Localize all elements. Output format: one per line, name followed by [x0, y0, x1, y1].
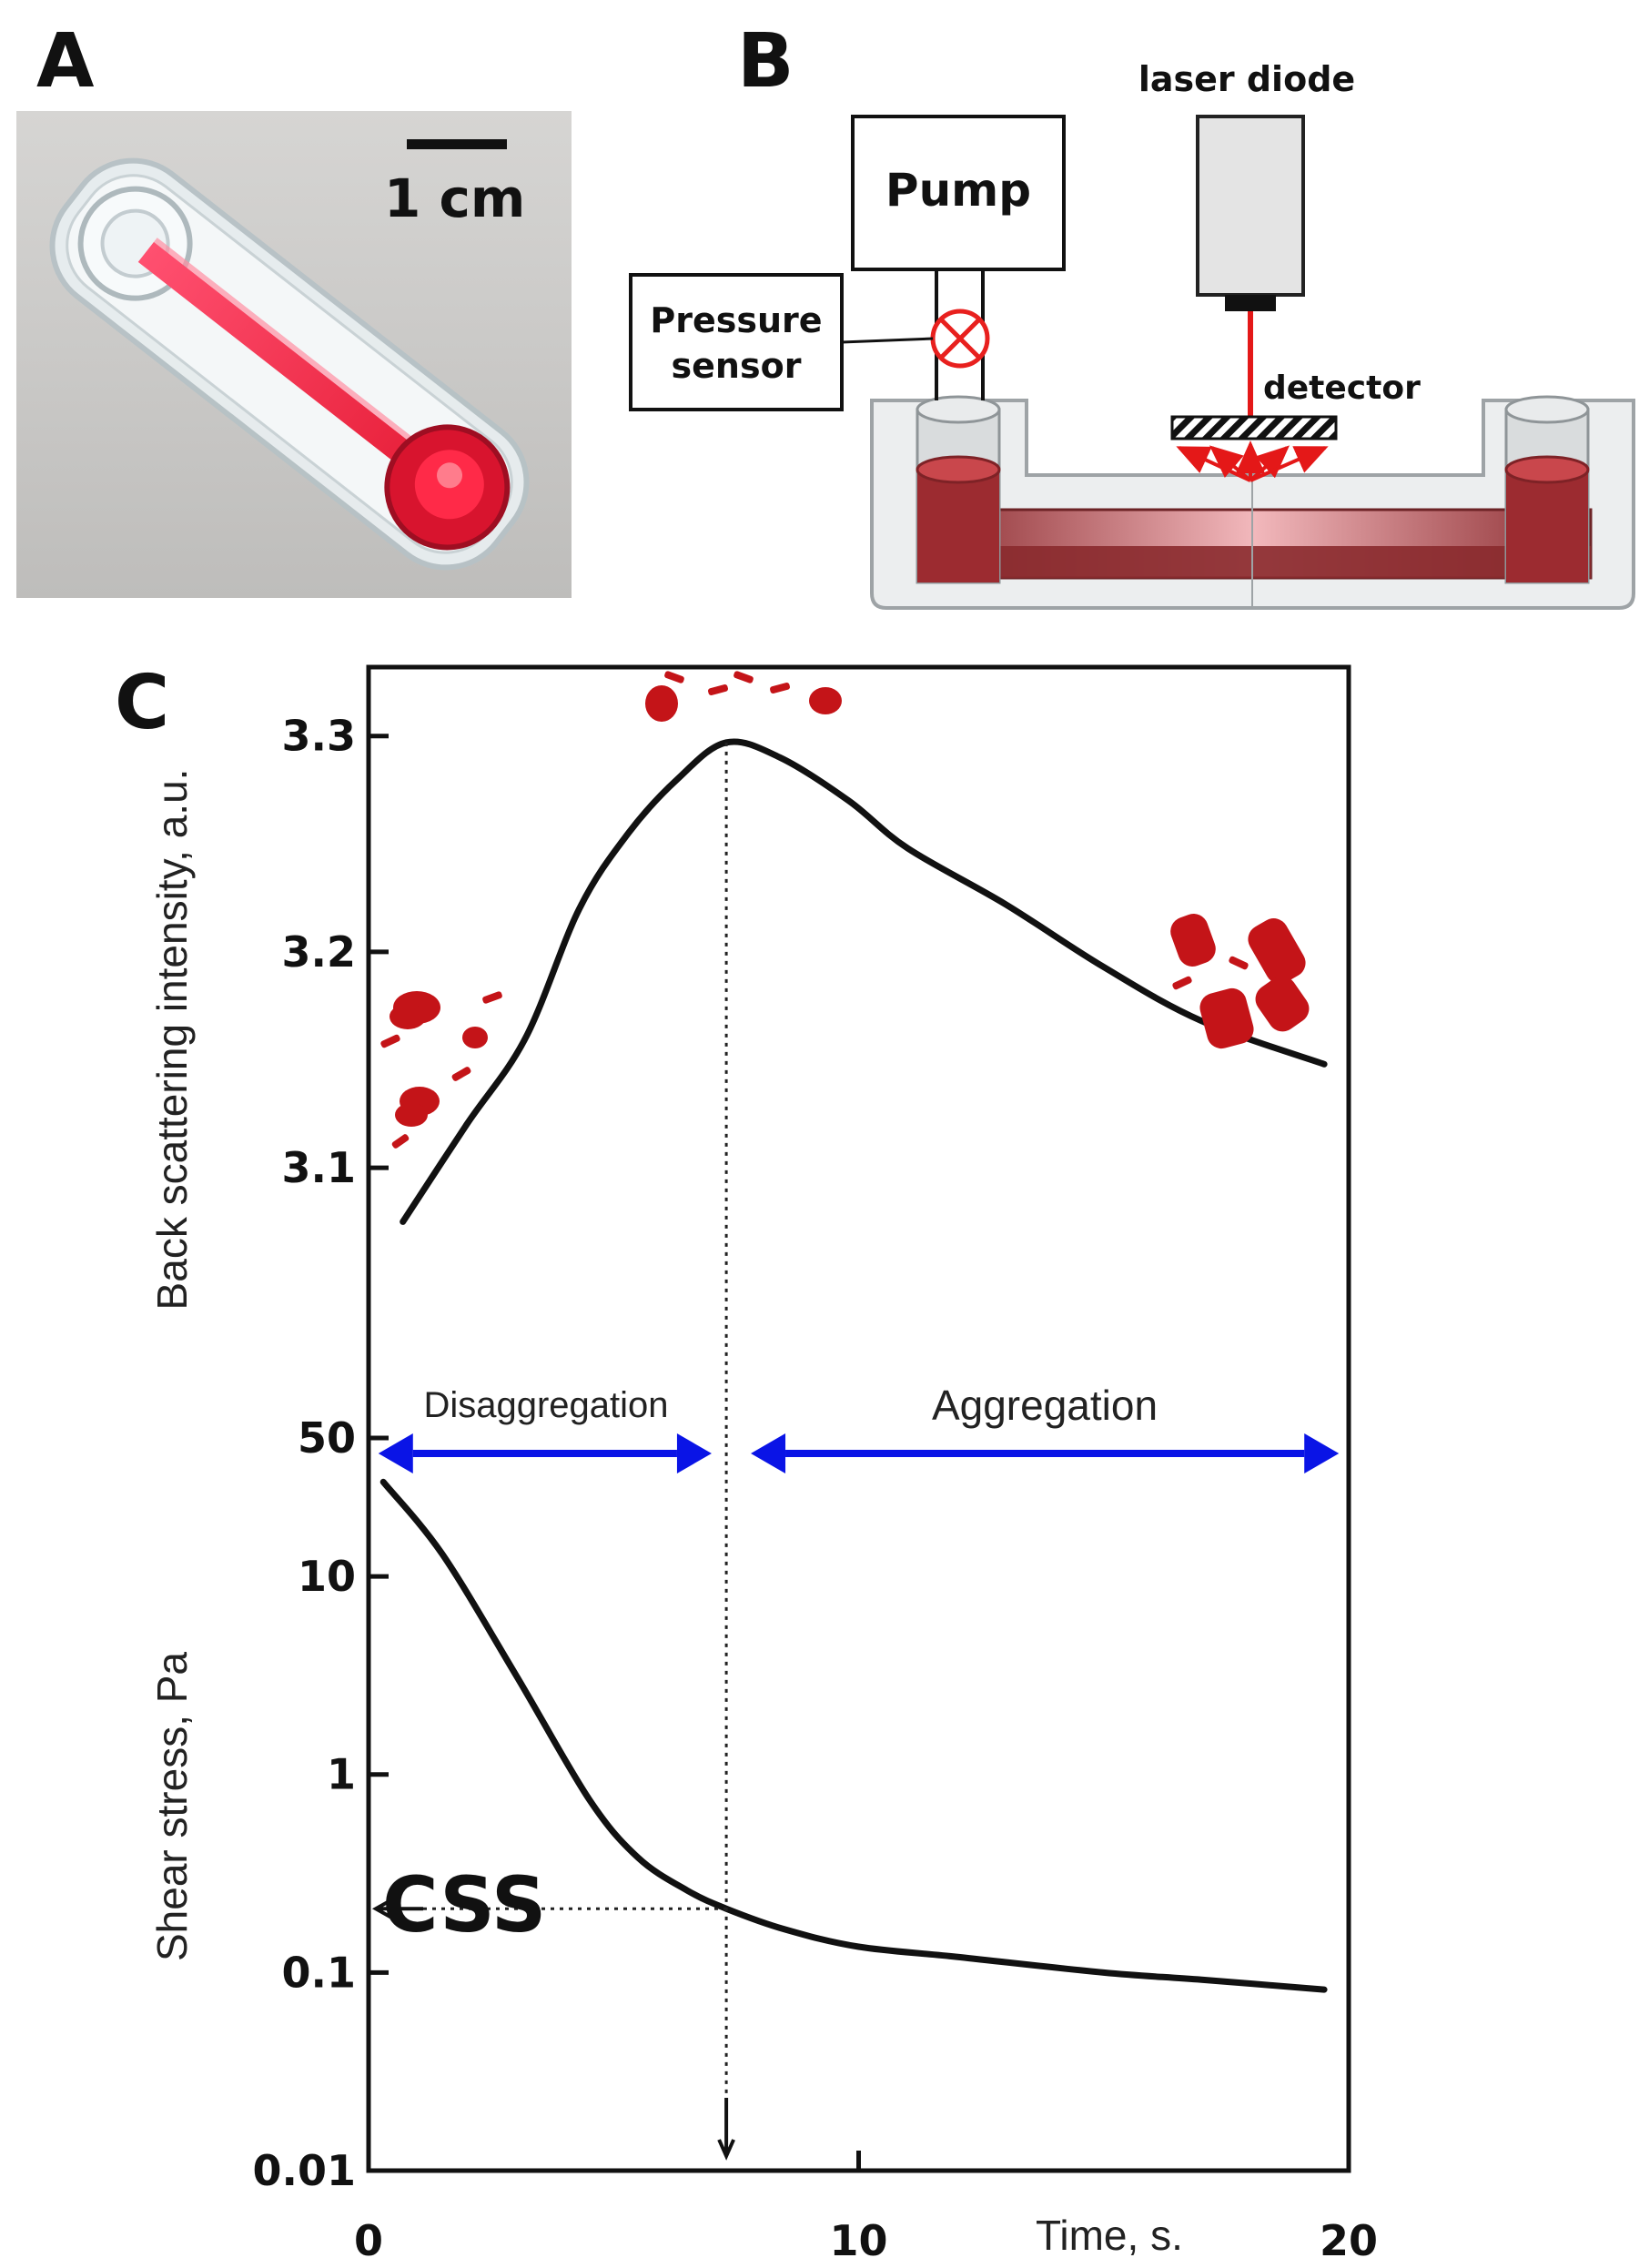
chip-photo: 1 cm — [16, 111, 572, 598]
rbc-disaggregated-top-icon — [645, 671, 842, 722]
scale-bar-label: 1 cm — [384, 167, 525, 229]
panel-b-letter: B — [737, 18, 794, 105]
aggregation-label: Aggregation — [932, 1382, 1158, 1429]
pump-label: Pump — [885, 164, 1031, 217]
laser-diode-body — [1196, 115, 1305, 297]
x-axis-title: Time, s. — [1036, 2212, 1183, 2259]
disaggregation-arrow-right-head — [676, 1433, 712, 1473]
y-tick-label-top-2: 3.1 — [282, 1143, 357, 1192]
disaggregation-arrow — [378, 1433, 712, 1473]
pressure-valve-icon — [930, 309, 990, 369]
disaggregation-label: Disaggregation — [423, 1385, 668, 1425]
panel-a-letter: A — [36, 18, 95, 105]
pressure-sensor-box — [629, 273, 844, 411]
css-down-arrow — [717, 2098, 735, 2161]
y-tick-label-top-0: 3.3 — [282, 712, 357, 761]
scale-bar — [407, 139, 507, 149]
x-tick-label-0: 0 — [354, 2216, 383, 2265]
detector-plate — [1170, 415, 1338, 440]
laser-diode-label: laser diode — [1138, 59, 1355, 99]
y-axis-title-bottom: Shear stress, Pa — [148, 1652, 196, 1961]
scatter-rays — [1176, 440, 1329, 482]
y-tick-label-bottom-0: 50 — [298, 1413, 356, 1463]
aggregation-arrow — [751, 1433, 1340, 1473]
pressure-sensor-label-line1: Pressure — [650, 300, 822, 340]
right-reservoir — [1504, 395, 1590, 584]
x-tick-label-1: 10 — [829, 2216, 887, 2265]
y-tick-label-bottom-4: 0.01 — [253, 2146, 357, 2195]
y-tick-label-bottom-3: 0.1 — [282, 1948, 357, 1997]
aggregation-chart: 3.3 3.2 3.1 50 10 1 0.1 0.01 0 10 20 Back scatteri… — [148, 664, 1378, 2265]
x-tick-label-2: 20 — [1320, 2216, 1378, 2265]
y-tick-label-bottom-1: 10 — [298, 1552, 356, 1601]
y-tick-label-bottom-2: 1 — [327, 1750, 356, 1799]
y-axis-title-top: Back scattering intensity, a.u. — [148, 769, 196, 1311]
setup-schematic: Pump Pressure sensor laser diode detecto… — [629, 59, 1635, 610]
rbc-disaggregated-left-icon — [380, 991, 502, 1149]
aggregation-arrow-left-head — [751, 1433, 786, 1473]
disaggregation-arrow-left-head — [378, 1433, 413, 1473]
css-left-arrow — [371, 1898, 423, 1919]
backscatter-curve — [400, 738, 1328, 1225]
left-reservoir — [916, 395, 1001, 584]
panel-c-letter: C — [115, 660, 169, 746]
pump-box — [851, 115, 1066, 271]
rbc-aggregated-right-icon — [1170, 914, 1310, 1049]
css-label: CSS — [382, 1860, 546, 1949]
detector-label: detector — [1263, 370, 1421, 407]
y-tick-label-top-1: 3.2 — [282, 927, 357, 977]
pressure-sensor-label-line2: sensor — [672, 346, 802, 386]
aggregation-arrow-right-head — [1304, 1433, 1340, 1473]
